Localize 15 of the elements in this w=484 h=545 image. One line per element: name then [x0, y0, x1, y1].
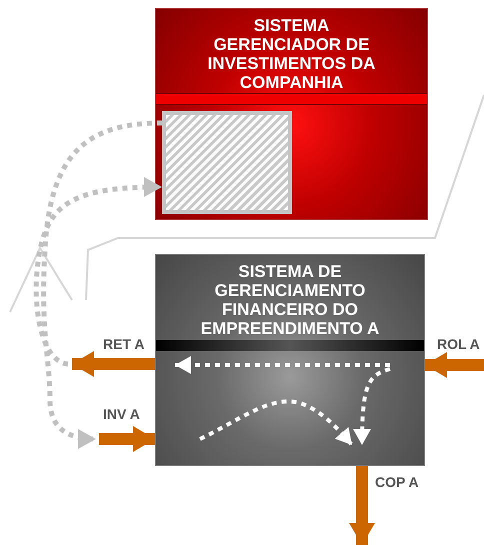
arrow [72, 351, 155, 377]
dotted-arrow [34, 177, 162, 366]
edge-label: INV A [103, 406, 140, 422]
dotted-arrow [41, 120, 162, 448]
arrow [99, 426, 155, 452]
edge-label: RET A [103, 336, 144, 352]
edge-label: COP A [375, 474, 419, 490]
system-title: SISTEMA DE GERENCIAMENTO FINANCEIRO DO EMPREENDIMENTO A [200, 262, 380, 338]
system-title: SISTEMA GERENCIADOR DE INVESTIMENTOS DA COMPANHIA [206, 16, 376, 92]
edge-label: ROL A [437, 336, 480, 352]
arrow [425, 352, 484, 378]
system-box [155, 254, 425, 466]
arrow [349, 466, 375, 545]
system-box [155, 8, 428, 220]
hatched-box [162, 111, 292, 214]
